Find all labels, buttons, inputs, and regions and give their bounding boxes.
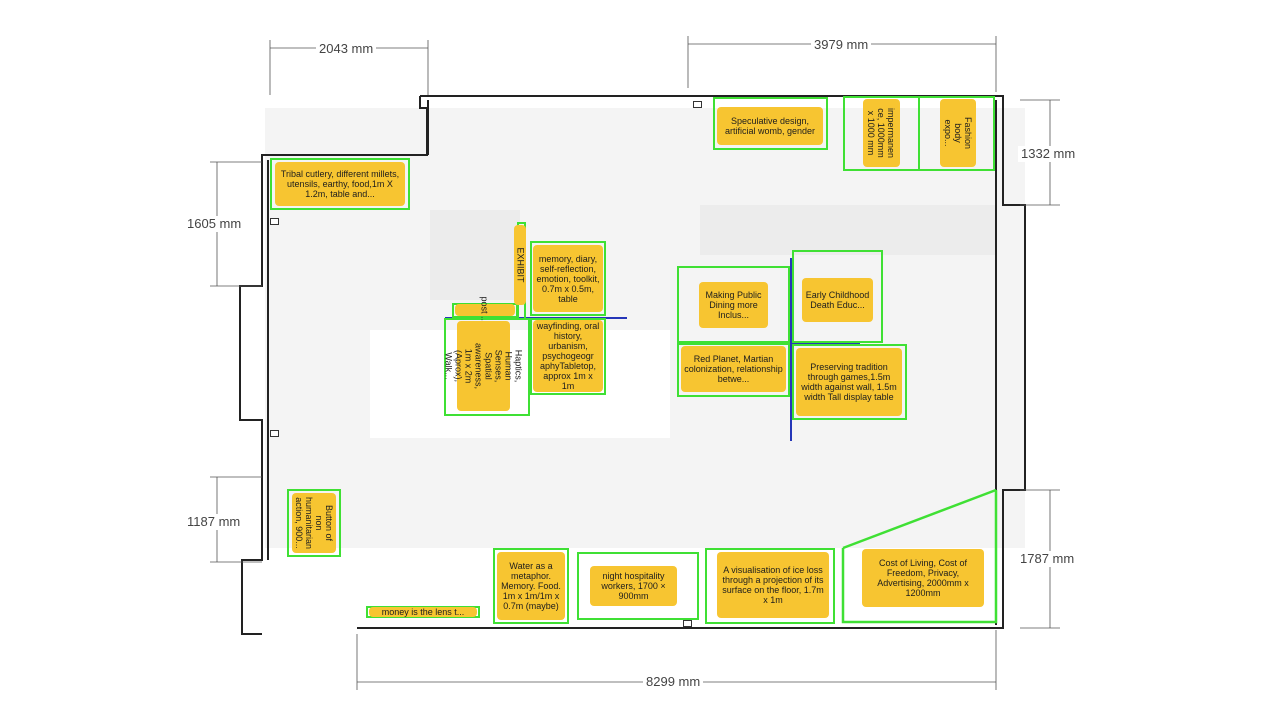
sticky-fashion-text: Fashion body expo... bbox=[943, 116, 973, 150]
sticky-early-childhood[interactable]: Early Childhood Death Educ... bbox=[802, 278, 873, 322]
sticky-water-text: Water as a metaphor. Memory. Food. 1m x … bbox=[501, 561, 561, 611]
outlet-icon bbox=[270, 430, 279, 437]
zone-wayfinding[interactable] bbox=[530, 318, 606, 395]
sticky-fashion[interactable]: Fashion body expo... bbox=[940, 99, 976, 167]
floor-shading bbox=[370, 330, 670, 438]
zone-ice[interactable] bbox=[705, 548, 835, 624]
sticky-impermanence-text: impermanen ce, 1000mm x 1000 mm bbox=[866, 107, 897, 159]
sticky-night[interactable]: night hospitality workers, 1700 × 900mm bbox=[590, 566, 677, 606]
floor-shading bbox=[430, 210, 520, 300]
sticky-button[interactable]: Button of non humanitarian action, 900..… bbox=[292, 493, 336, 553]
sticky-money-text: money is the lens t... bbox=[381, 607, 465, 617]
zone-red-planet[interactable] bbox=[677, 343, 790, 397]
sticky-preserving[interactable]: Preserving tradition through games,1.5m … bbox=[796, 348, 902, 416]
sticky-wayfinding-text: wayfinding, oral history, urbanism, psyc… bbox=[536, 321, 600, 391]
sticky-making-public[interactable]: Making Public Dining more Inclus... bbox=[699, 282, 768, 328]
zone-button[interactable] bbox=[287, 489, 341, 557]
guide-line bbox=[445, 317, 627, 319]
zone-memory[interactable] bbox=[530, 241, 606, 316]
outlet-icon bbox=[270, 218, 279, 225]
zone-speculative[interactable] bbox=[713, 97, 828, 150]
zone-making-public[interactable] bbox=[677, 266, 790, 343]
sticky-button-text: Button of non humanitarian action, 900..… bbox=[294, 496, 334, 550]
outlet-icon bbox=[683, 620, 692, 627]
sticky-night-text: night hospitality workers, 1700 × 900mm bbox=[601, 571, 666, 601]
sticky-impermanence[interactable]: impermanen ce, 1000mm x 1000 mm bbox=[863, 99, 900, 167]
sticky-haptics[interactable]: Haptics, Human Senses, Spatial awareness… bbox=[444, 321, 524, 411]
zone-night[interactable] bbox=[577, 552, 699, 620]
sticky-memory[interactable]: memory, diary, self-reflection, emotion,… bbox=[533, 245, 603, 312]
zone-fashion[interactable] bbox=[918, 96, 995, 171]
dimension-right-top: 1332 mm bbox=[1018, 146, 1079, 162]
sticky-wayfinding[interactable]: wayfinding, oral history, urbanism, psyc… bbox=[533, 320, 603, 392]
sticky-cost[interactable]: Cost of Living, Cost of Freedom, Privacy… bbox=[862, 549, 984, 607]
dimension-right-lower: 1787 mm bbox=[1017, 551, 1078, 567]
guide-line bbox=[790, 258, 792, 441]
dimension-bottom: 8299 mm bbox=[643, 674, 704, 690]
cost-zone-diagonal bbox=[842, 488, 997, 550]
dimension-top-right: 3979 mm bbox=[811, 37, 872, 53]
sticky-exhibit[interactable]: EXHIBIT bbox=[514, 225, 526, 305]
dimension-left-lower: 1187 mm bbox=[184, 514, 244, 530]
sticky-tribal[interactable]: Tribal cutlery, different millets, utens… bbox=[275, 162, 405, 206]
sticky-exhibit-text: EXHIBIT bbox=[515, 247, 526, 283]
sticky-ice[interactable]: A visualisation of ice loss through a pr… bbox=[717, 552, 829, 618]
cost-zone-edge bbox=[841, 490, 998, 624]
zone-haptics[interactable] bbox=[444, 318, 530, 416]
sticky-tribal-text: Tribal cutlery, different millets, utens… bbox=[280, 169, 400, 199]
sticky-ice-text: A visualisation of ice loss through a pr… bbox=[722, 565, 824, 605]
zone-water[interactable] bbox=[493, 548, 569, 624]
sticky-speculative-text: Speculative design, artificial womb, gen… bbox=[724, 116, 816, 136]
dimension-top-left: 2043 mm bbox=[316, 41, 377, 57]
sticky-water[interactable]: Water as a metaphor. Memory. Food. 1m x … bbox=[497, 552, 565, 620]
zone-early-childhood[interactable] bbox=[792, 250, 883, 343]
dimension-left-upper: 1605 mm bbox=[184, 216, 245, 232]
sticky-cost-text: Cost of Living, Cost of Freedom, Privacy… bbox=[877, 558, 969, 598]
sticky-money[interactable]: money is the lens t... bbox=[369, 607, 477, 617]
outlet-icon bbox=[693, 101, 702, 108]
sticky-red-planet[interactable]: Red Planet, Martian colonization, relati… bbox=[681, 346, 786, 392]
sticky-haptics-text: Haptics, Human Senses, Spatial awareness… bbox=[443, 342, 524, 390]
sticky-early-childhood-text: Early Childhood Death Educ... bbox=[805, 290, 870, 310]
sticky-post-text: post ... bbox=[479, 296, 490, 324]
sticky-speculative[interactable]: Speculative design, artificial womb, gen… bbox=[717, 107, 823, 145]
floor-shading bbox=[700, 205, 995, 255]
zone-tribal[interactable] bbox=[270, 158, 410, 210]
zone-preserving[interactable] bbox=[792, 344, 907, 420]
sticky-preserving-text: Preserving tradition through games,1.5m … bbox=[801, 362, 897, 402]
sticky-making-public-text: Making Public Dining more Inclus... bbox=[705, 290, 762, 320]
sticky-red-planet-text: Red Planet, Martian colonization, relati… bbox=[684, 354, 783, 384]
sticky-memory-text: memory, diary, self-reflection, emotion,… bbox=[536, 253, 600, 304]
sticky-post[interactable]: post ... bbox=[455, 296, 515, 324]
